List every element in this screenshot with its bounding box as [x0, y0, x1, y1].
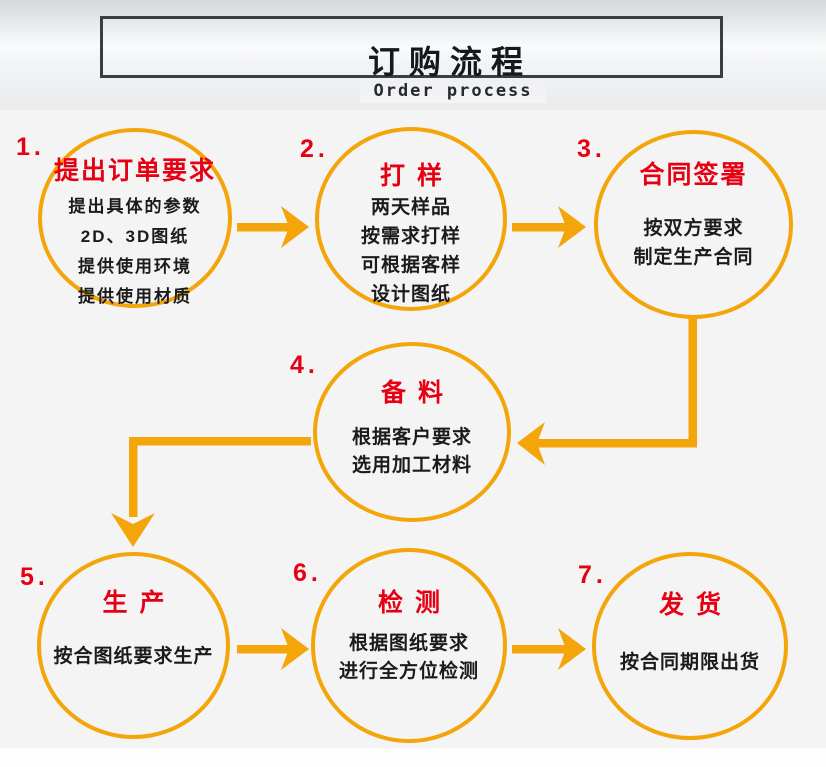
step-5-title: 生产	[102, 589, 177, 617]
step-5-number: 5.	[20, 563, 49, 591]
page-title: 订购流程	[367, 44, 533, 80]
step-7-circle: 发货 按合同期限出货	[592, 552, 788, 740]
step-6-line: 进行全方位检测	[338, 661, 479, 682]
step-6-title: 检测	[377, 589, 452, 617]
step-3-line: 制定生产合同	[633, 247, 754, 268]
step-5-line: 按合图纸要求生产	[53, 646, 214, 667]
step-3-line: 按双方要求	[643, 218, 744, 239]
step-3-title: 合同签署	[639, 161, 748, 189]
step-1-line: 提出具体的参数	[68, 197, 202, 216]
step-7-number: 7.	[578, 561, 607, 589]
step-2-number: 2.	[300, 135, 329, 163]
step-1-line: 提供使用环境	[78, 257, 192, 276]
page-subtitle: Order process	[359, 79, 547, 103]
step-1-line: 2D、3D图纸	[80, 227, 190, 246]
step-3-circle: 合同签署 按双方要求 制定生产合同	[594, 130, 793, 319]
step-2-circle: 打样 两天样品 按需求打样 可根据客样 设计图纸	[315, 127, 507, 311]
step-2-line: 可根据客样	[360, 255, 461, 276]
step-4-line: 选用加工材料	[351, 455, 472, 476]
step-2-title: 打样	[379, 162, 454, 190]
step-4-title: 备料	[380, 379, 455, 407]
step-4-circle: 备料 根据客户要求 选用加工材料	[313, 342, 511, 522]
step-3-number: 3.	[577, 135, 606, 163]
step-1-line: 提供使用材质	[78, 287, 192, 306]
step-2-line: 按需求打样	[360, 226, 461, 247]
step-2-line: 两天样品	[370, 197, 451, 218]
step-6-circle: 检测 根据图纸要求 进行全方位检测	[311, 548, 507, 743]
step-1-number: 1.	[16, 133, 45, 161]
title-box: 订购流程 Order process	[100, 16, 723, 103]
step-5-circle: 生产 按合图纸要求生产	[37, 552, 230, 739]
step-2-line: 设计图纸	[370, 284, 451, 305]
step-1-circle: 提出订单要求 提出具体的参数 2D、3D图纸 提供使用环境 提供使用材质	[38, 128, 232, 308]
step-4-line: 根据客户要求	[351, 427, 472, 448]
step-7-line: 按合同期限出货	[619, 652, 760, 673]
step-1-title: 提出订单要求	[53, 157, 216, 185]
step-7-title: 发货	[658, 591, 733, 619]
step-6-number: 6.	[293, 559, 322, 587]
step-4-number: 4.	[290, 351, 319, 379]
step-6-line: 根据图纸要求	[348, 633, 469, 654]
